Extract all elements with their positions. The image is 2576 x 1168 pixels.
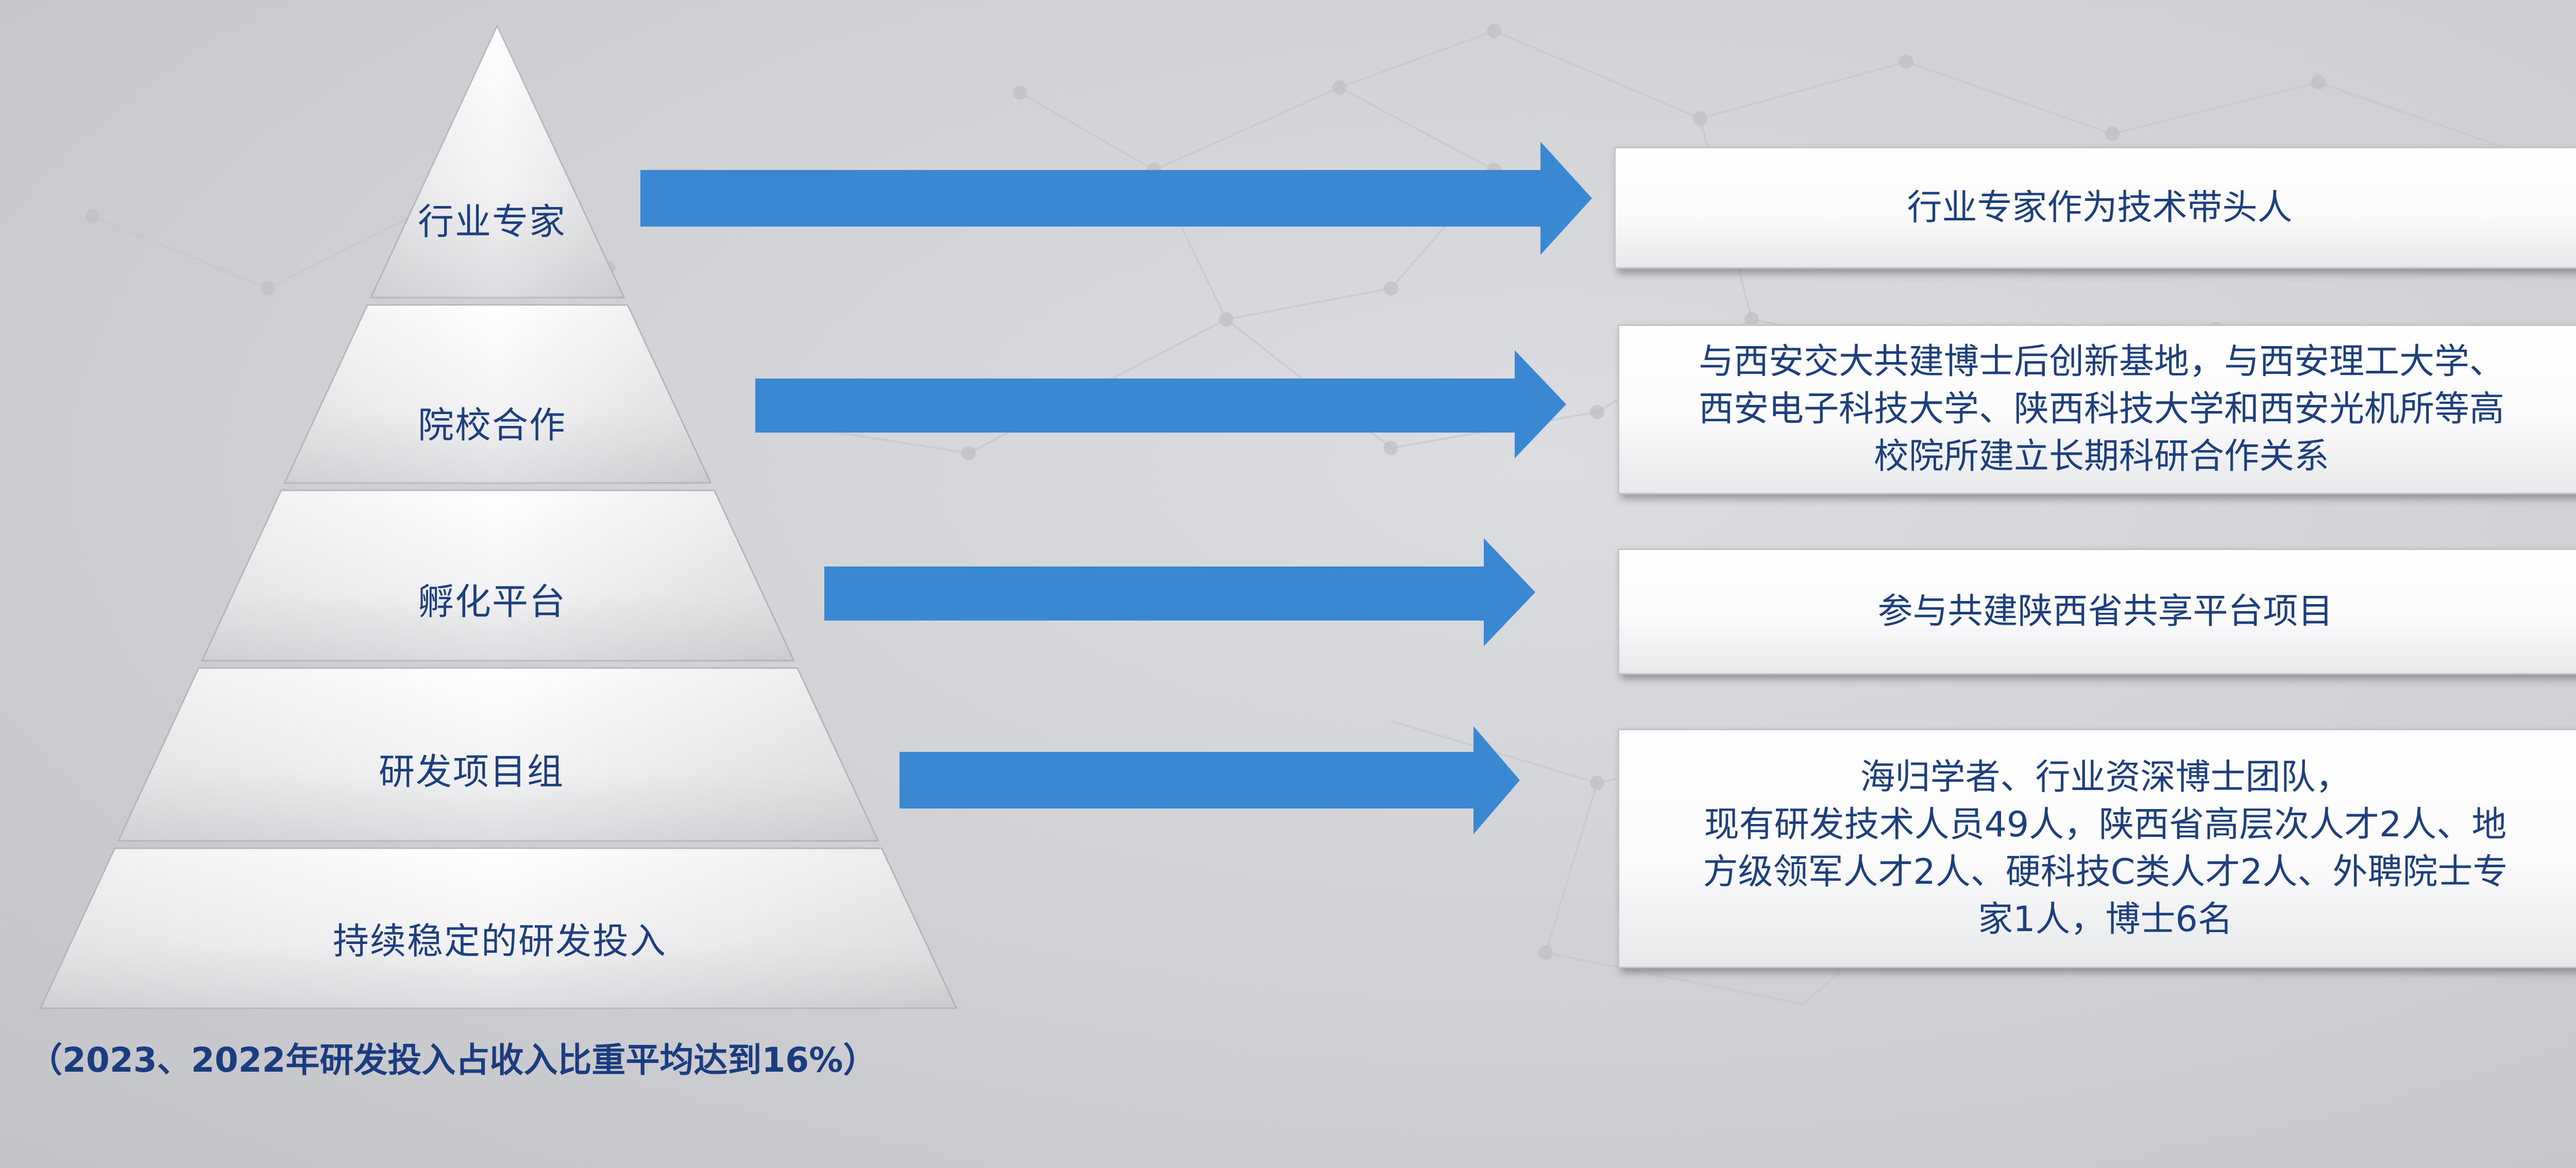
tier-label-experts: 行业专家	[418, 200, 566, 243]
description-text-3: 参与共建陕西省共享平台项目	[1877, 588, 2333, 635]
box-1-line-1: 行业专家作为技术带头人	[1907, 187, 2293, 228]
arrow-3	[824, 538, 1535, 646]
tier-university-cooperation-shade	[284, 305, 711, 483]
description-box-2: 与西安交大共建博士后创新基地，与西安理工大学、 西安电子科技大学、陕西科技大学和…	[1618, 324, 2576, 494]
description-text-4: 海归学者、行业资深博士团队， 现有研发技术人员49人，陕西省高层次人才2人、地 …	[1703, 754, 2507, 943]
box-4-line-4: 家1人，博士6名	[1978, 899, 2233, 940]
box-4-line-3: 方级领军人才2人、硬科技C类人才2人、外聘院士专	[1703, 851, 2508, 892]
description-text-2: 与西安交大共建博士后创新基地，与西安理工大学、 西安电子科技大学、陕西科技大学和…	[1699, 338, 2504, 480]
box-2-line-2: 西安电子科技大学、陕西科技大学和西安光机所等高	[1698, 389, 2504, 430]
tier-label-rd-project-group: 研发项目组	[379, 750, 564, 793]
tier-label-university-cooperation: 院校合作	[418, 404, 566, 446]
arrow-4	[900, 726, 1520, 834]
tier-incubation-platform-shade	[201, 490, 794, 661]
pyramid-caption: （2023、2022年研发投入占收入比重平均达到16%）	[28, 1040, 877, 1080]
box-4-line-1: 海归学者、行业资深博士团队，	[1860, 757, 2351, 798]
box-4-line-2: 现有研发技术人员49人，陕西省高层次人才2人、地	[1704, 804, 2507, 845]
tier-experts-shade	[370, 26, 624, 298]
tier-label-rd-investment: 持续稳定的研发投入	[333, 920, 667, 963]
tier-rd-investment-shade	[40, 848, 957, 1008]
description-box-3: 参与共建陕西省共享平台项目	[1618, 548, 2576, 675]
description-box-1: 行业专家作为技术带头人	[1614, 147, 2576, 269]
tier-label-incubation-platform: 孵化平台	[418, 580, 566, 623]
box-2-line-1: 与西安交大共建博士后创新基地，与西安理工大学、	[1698, 341, 2504, 382]
box-3-line-1: 参与共建陕西省共享平台项目	[1877, 591, 2333, 632]
box-2-line-3: 校院所建立长期科研合作关系	[1873, 436, 2329, 477]
arrow-2	[755, 350, 1566, 458]
description-box-4: 海归学者、行业资深博士团队， 现有研发技术人员49人，陕西省高层次人才2人、地 …	[1618, 729, 2576, 968]
tier-rd-project-group-shade	[118, 668, 878, 841]
arrow-1	[640, 142, 1592, 255]
description-text-1: 行业专家作为技术带头人	[1907, 184, 2292, 232]
